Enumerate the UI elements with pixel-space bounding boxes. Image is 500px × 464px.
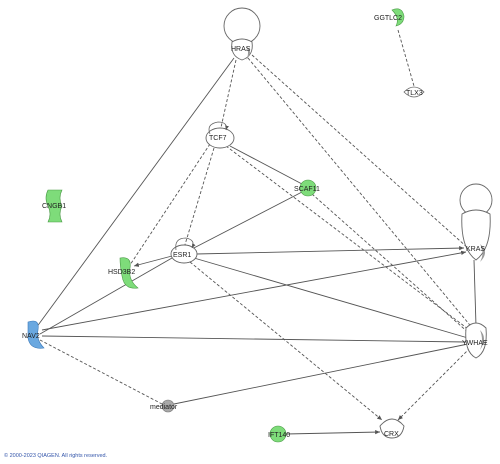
hsd3b2-shape (119, 257, 139, 289)
edge-ift140-crx[interactable] (285, 429, 381, 435)
hras-crescent (246, 46, 250, 60)
ywhae-crescent (480, 330, 484, 350)
node-ywhae[interactable]: YWHAE (462, 322, 488, 359)
hsd3b2-label: HSD3B2 (108, 269, 135, 276)
edge-tcf7-scaf11[interactable] (229, 145, 303, 185)
kras-crescent (480, 244, 485, 262)
tlx3-label: TLX3 (406, 90, 423, 97)
edge-esr1-scaf11[interactable] (189, 191, 303, 251)
node-hras[interactable]: HRAS (223, 7, 261, 61)
node-tcf7[interactable]: TCF7 (205, 121, 235, 149)
node-tlx3[interactable]: TLX3 (403, 86, 425, 98)
edge-ggtlc2-tlx3[interactable] (397, 29, 415, 87)
cngb1-shape (45, 189, 63, 223)
node-mediator[interactable]: mediator (150, 399, 178, 413)
nav2-label: NAV2 (22, 333, 40, 340)
edge-ywhae-crx[interactable] (397, 347, 471, 421)
crx-shape (379, 418, 405, 439)
tcf7-shape (205, 127, 235, 149)
node-kras[interactable]: KRAS (459, 183, 493, 262)
edge-hras-kras[interactable] (251, 54, 469, 249)
node-ift140[interactable]: IFT140 (268, 425, 290, 443)
node-cngb1[interactable]: CNGB1 (42, 189, 66, 223)
edge-nav2-mediator[interactable] (39, 339, 163, 405)
edge-esr1-ywhae[interactable] (193, 257, 469, 339)
edge-mediator-ywhae[interactable] (173, 343, 469, 405)
edges (35, 29, 477, 435)
edge-nav2-ywhae[interactable] (41, 335, 467, 343)
node-hsd3b2[interactable]: HSD3B2 (108, 257, 139, 289)
edge-hras-tcf7[interactable] (219, 59, 237, 133)
scaf11-label: SCAF11 (294, 186, 320, 193)
node-nav2[interactable]: NAV2 (22, 320, 45, 349)
node-esr1[interactable]: ESR1 (170, 237, 198, 264)
node-crx[interactable]: CRX (379, 418, 405, 439)
edge-nav2-kras[interactable] (41, 250, 467, 331)
ywhae-label: YWHAE (462, 340, 488, 347)
edge-tcf7-hsd3b2[interactable] (127, 143, 211, 269)
edge-hras-nav2[interactable] (35, 57, 235, 329)
edge-esr1-crx[interactable] (189, 261, 383, 421)
scaf11-shape (299, 179, 317, 197)
tcf7-label: TCF7 (209, 135, 227, 142)
tlx3-shape (403, 86, 425, 98)
edge-scaf11-ywhae[interactable] (311, 193, 471, 335)
edge-kras-ywhae[interactable] (473, 259, 477, 327)
edge-esr1-nav2[interactable] (39, 257, 173, 335)
hras-label: HRAS (231, 46, 251, 53)
mediator-label: mediator (150, 404, 178, 411)
crx-label: CRX (384, 431, 399, 438)
kras-label: KRAS (466, 246, 485, 253)
edge-esr1-kras[interactable] (195, 245, 465, 255)
nav2-shape (27, 320, 45, 349)
edge-esr1-hsd3b2[interactable] (133, 255, 173, 267)
edge-tcf7-esr1[interactable] (183, 147, 215, 249)
ift140-shape (269, 425, 287, 443)
ggtlc2-label: GGTLC2 (374, 15, 402, 22)
cngb1-label: CNGB1 (42, 203, 66, 210)
copyright-notice: © 2000-2023 QIAGEN. All rights reserved. (4, 453, 108, 459)
ift140-label: IFT140 (268, 432, 290, 439)
esr1-shape (170, 244, 198, 264)
node-ggtlc2[interactable]: GGTLC2 (374, 8, 405, 27)
mediator-shape (161, 399, 175, 413)
ggtlc2-shape (391, 8, 405, 27)
edge-tcf7-ywhae[interactable] (225, 145, 473, 333)
node-scaf11[interactable]: SCAF11 (294, 179, 320, 197)
hras-shape (231, 38, 253, 61)
esr1-label: ESR1 (173, 252, 191, 259)
edge-hras-ywhae[interactable] (247, 57, 475, 331)
tcf7-loop (208, 121, 229, 135)
esr1-loop (175, 237, 196, 251)
